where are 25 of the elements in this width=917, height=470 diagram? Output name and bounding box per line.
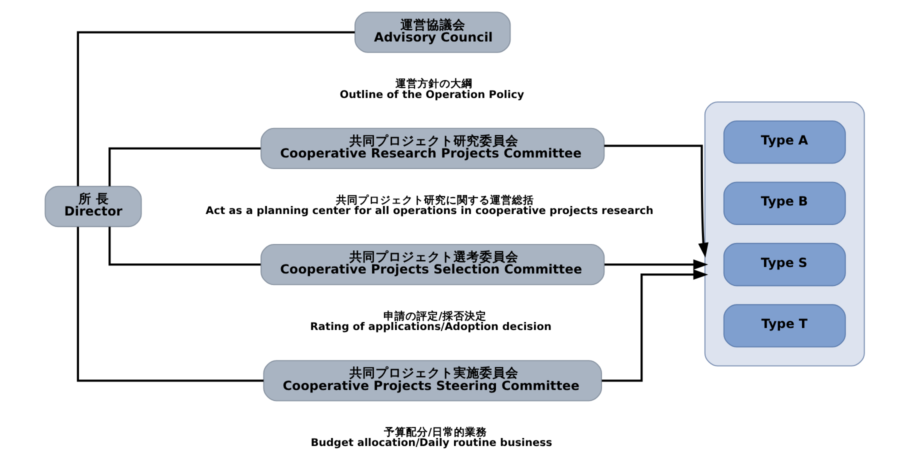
node-label: 共同プロジェクト研究に関する運営総括	[336, 194, 534, 206]
arrow	[601, 269, 708, 382]
node-box: 共同プロジェクト研究委員会 Cooperative Research Projects Committee	[260, 128, 604, 170]
node-label: Rating of applications/Adoption decision	[310, 321, 551, 333]
node-label: 予算配分/日常的業務	[384, 426, 486, 439]
node-box: Type A	[722, 120, 846, 164]
connector	[76, 31, 354, 186]
node-box: Type S	[722, 242, 846, 286]
node-label: Act as a planning center for all operations in cooperative projects research	[205, 204, 653, 217]
node-box: Type T	[722, 304, 846, 348]
node-box: Type B	[722, 182, 846, 225]
arrow	[604, 144, 708, 258]
connector	[76, 226, 264, 382]
node-label: Budget allocation/Daily routine business	[310, 437, 552, 450]
cluster	[704, 101, 864, 366]
node-box: 共同プロジェクト選考委員会 Cooperative Projects Selection Committee	[260, 244, 604, 286]
node-box: 運営協議会 Advisory Council	[354, 12, 510, 53]
node-label: 運営方針の大綱	[395, 78, 472, 90]
node-box: 共同プロジェクト実施委員会 Cooperative Projects Steering Committee	[262, 360, 602, 402]
arrow	[604, 259, 708, 270]
node-label: 申請の評定/採否決定	[383, 310, 486, 322]
node-box: 所 長 Director	[44, 186, 142, 228]
connector	[108, 147, 260, 186]
connector	[108, 226, 260, 266]
node-label: Outline of the Operation Policy	[339, 88, 524, 101]
